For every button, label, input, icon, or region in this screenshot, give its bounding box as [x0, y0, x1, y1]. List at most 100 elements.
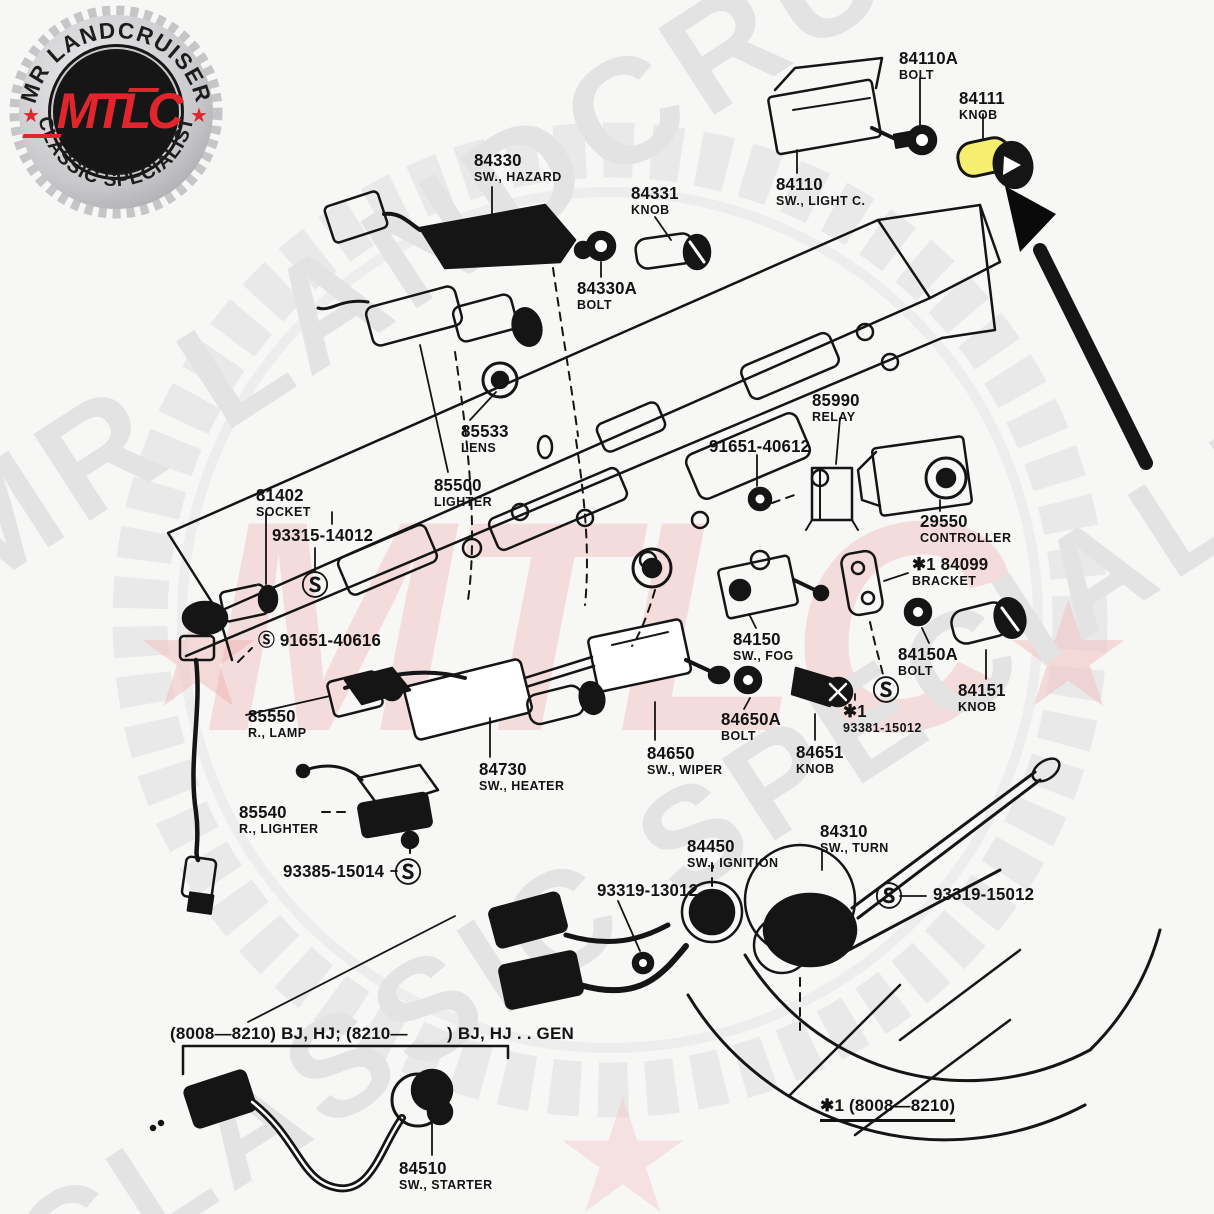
- part-number: 84330A: [577, 278, 638, 298]
- part-description: BOLT: [898, 662, 933, 678]
- watermark-logo-text: MTLC: [203, 458, 1010, 794]
- part-number: 85990: [812, 390, 860, 410]
- part-description: SW., IGNITION: [687, 854, 779, 870]
- part-number: 84111: [959, 88, 1005, 108]
- part-84150A-drawing: [903, 597, 933, 627]
- part-85533-drawing: [481, 361, 519, 399]
- part-84110A-drawing: [906, 124, 938, 156]
- part-label-93319-15012: 93319-15012: [933, 885, 1034, 904]
- watermark-star-bottom-icon: ★: [560, 1078, 686, 1214]
- part-label-91651-40612: 91651-40612: [709, 437, 810, 456]
- part-84510-drawing: [149, 1068, 454, 1193]
- part-number: 84110A: [899, 48, 959, 68]
- screw-symbol-icon: Ⓢ: [302, 570, 329, 602]
- leader-lines: [245, 77, 987, 1156]
- part-description: SW., HEATER: [479, 777, 565, 793]
- part-84110-drawing: [767, 56, 918, 156]
- part-number: 84151: [958, 680, 1006, 700]
- part-number: Ⓢ 91651-40616: [258, 630, 381, 650]
- part-84730-drawing: [326, 658, 606, 741]
- part-number: 85550: [248, 706, 296, 726]
- part-number: ✱1 84099: [912, 554, 989, 574]
- part-number: 84450: [687, 836, 735, 856]
- part-description: BOLT: [721, 727, 756, 743]
- part-number: 84650A: [721, 709, 782, 729]
- part-number: 85540: [239, 802, 287, 822]
- part-84150-drawing: [631, 547, 830, 620]
- part-84111-highlighted-drawing: [956, 136, 1034, 190]
- part-description: 93381-15012: [843, 719, 922, 735]
- badge-star-right-icon: ★: [190, 105, 208, 127]
- part-84151-drawing: [950, 597, 1027, 645]
- watermark-star-right-icon: ★: [1010, 582, 1127, 728]
- part-label-93319-13012: 93319-13012: [597, 880, 699, 900]
- part-description: BOLT: [899, 66, 934, 82]
- screw-symbol-icon: Ⓢ: [876, 881, 903, 913]
- part-number: 84310: [820, 821, 868, 841]
- part-description: SW., HAZARD: [474, 168, 562, 184]
- part-85540-drawing: [295, 763, 440, 850]
- part-number: 93319-13012: [597, 880, 699, 900]
- screw-symbol-icon: Ⓢ: [873, 675, 900, 707]
- part-number: 84651: [796, 742, 844, 762]
- part-description: CONTROLLER: [920, 529, 1012, 545]
- badge-black-disc: [48, 44, 184, 180]
- part-description: KNOB: [631, 201, 670, 217]
- part-description: KNOB: [959, 106, 998, 122]
- part-number: 93385-15014: [283, 861, 385, 881]
- part-number: 85533: [461, 421, 509, 441]
- badge-star-left-icon: ★: [22, 105, 40, 127]
- screw-symbol-icon: Ⓢ: [395, 857, 422, 889]
- part-84330A-drawing: [585, 230, 617, 262]
- part-84650A-drawing: [733, 665, 763, 695]
- part-description: R., LIGHTER: [239, 820, 319, 836]
- part-label-91651-40616: Ⓢ 91651-40616: [258, 630, 381, 650]
- part-number: 81402: [256, 485, 304, 505]
- part-description: BRACKET: [912, 572, 977, 588]
- badge-logo-text: MTLC: [57, 83, 185, 139]
- part-number: 85500: [434, 475, 482, 495]
- part-85500-drawing: [316, 285, 543, 347]
- part-85990-drawing: [747, 466, 859, 531]
- steering-wheel-drawing: [686, 928, 1162, 1142]
- part-description: KNOB: [796, 760, 835, 776]
- part-description: SW., FOG: [733, 647, 794, 663]
- part-number: 84150: [733, 629, 781, 649]
- part-number: 84330: [474, 150, 522, 170]
- part-85550-drawing: [178, 600, 467, 915]
- part-84331-drawing: [634, 232, 712, 271]
- part-number: 29550: [920, 511, 968, 531]
- part-description: R., LAMP: [248, 724, 307, 740]
- mtlc-logo-badge: MR LANDCRUISER CLASSIC SPECIALIST MTLC ★…: [9, 5, 223, 219]
- note-bracket-line: [181, 1044, 510, 1076]
- part-description: SW., STARTER: [399, 1176, 493, 1192]
- part-description: KNOB: [958, 698, 997, 714]
- part-description: SW., WIPER: [647, 761, 723, 777]
- part-description: SW., LIGHT C.: [776, 192, 866, 208]
